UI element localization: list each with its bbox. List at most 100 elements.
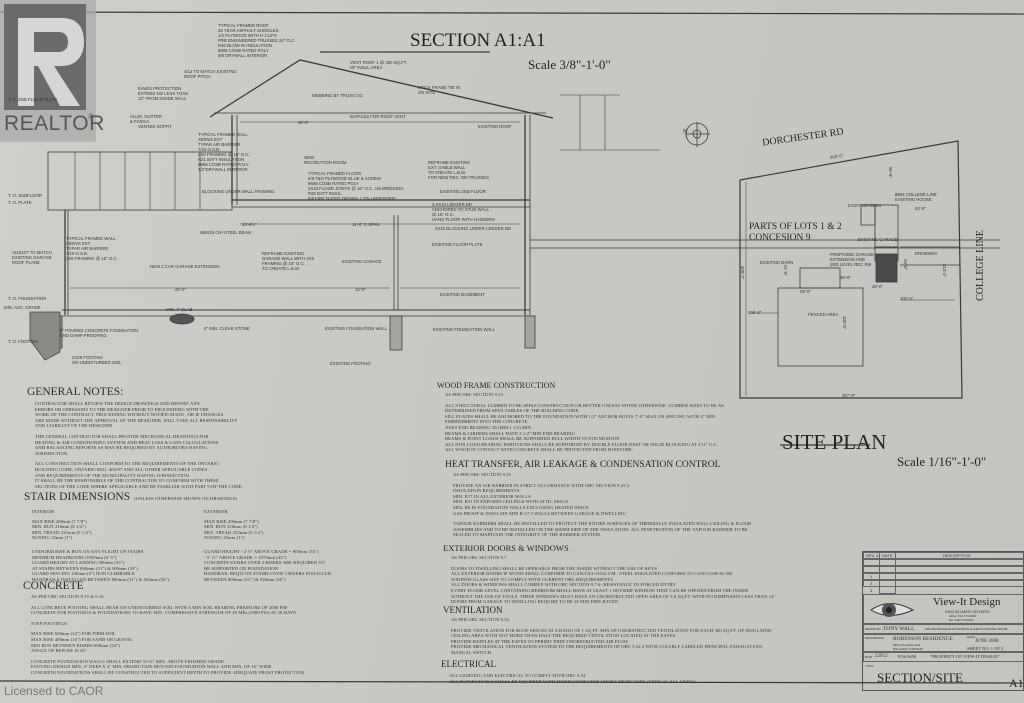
note-line: GAS PROOF & INSULATE MIN R-17.5 WALLS BE… xyxy=(453,510,626,516)
label-text: R21 BATT INSULATION xyxy=(198,157,245,162)
label-text: 4/12 TO MATCH EXISTING xyxy=(184,69,237,74)
stair-dimensions: STAIR DIMENSIONS (UNLESS OTHERWISE SHOWN… xyxy=(24,487,404,599)
label-text: FOR NEW REC. RM TRUSSES xyxy=(428,175,490,180)
label-text: EXISTING GARAGE xyxy=(12,255,52,260)
label-text: W6X25 O/H STEEL BEAM xyxy=(200,230,251,235)
label-text: ROOF PITCH xyxy=(184,74,211,79)
note-line: MIN. R17 IN ALL EXTERIOR WALLS xyxy=(453,493,531,499)
note-line: MANUAL SWITCH xyxy=(451,649,492,655)
note-line: ALL FLOOR LEVELS SHALL BE EQUIPPED WITH … xyxy=(449,678,696,684)
section-title: SECTION A1:A1 xyxy=(410,30,546,51)
note-line: JOIST END BEARING 38 (MM 1 1/2) MIN. xyxy=(445,424,533,430)
label-text: DRIVEWAY xyxy=(915,251,938,256)
note-line: INSULATION REQUIREMENTS: xyxy=(453,488,521,494)
label-beam: W6X25 O/H STEEL BEAM xyxy=(200,230,251,235)
label-existing-footing: EXISTING FOOTING xyxy=(330,361,371,366)
company-fax: fax: 519-773-0062 xyxy=(949,618,974,622)
note-paragraph: ALL CONSTRUCTION SHALL CONFORM TO THE RE… xyxy=(35,461,407,489)
note-line: SEALED TO MAINTAIN THE INTEGRITY OF THE … xyxy=(453,532,602,538)
label-text: 6MM COSB RATED POLY xyxy=(308,181,359,186)
label-webbing: WEBBING BY TRUSS CO. xyxy=(312,93,364,98)
label-d62: 62'-6" xyxy=(915,206,926,211)
label-subfloor: T. O. SUBFLOOR xyxy=(8,193,42,198)
po-number: PO# 0656 xyxy=(898,654,917,659)
interior-title: INTERIOR xyxy=(32,509,55,514)
label-text: MIN. AVG. GRADE xyxy=(4,305,41,310)
stair-qualifier: (UNLESS OTHERWISE SHOWN ON DRAWINGS) xyxy=(134,496,237,501)
note-line: MIN. TREAD 235mm (9 1/4") xyxy=(32,529,92,535)
label-text: 209'-2" xyxy=(748,310,762,315)
label-d399: 399'-7" xyxy=(740,266,745,279)
label-span12: 12'-0" xyxy=(355,287,366,292)
label-text: 2X10 BLOCKING UNDER LEDGER BD xyxy=(435,226,511,231)
note-line: GUARD HEIGHT - 2' 0" ABOVE GRADE = 900mm… xyxy=(204,548,319,554)
label-text: 26'-0" xyxy=(298,120,309,125)
rev-row: 3 xyxy=(870,588,873,593)
label-slab: MIN. 4" SLAB xyxy=(166,307,192,312)
wood-sub: AS PER OBC SECTION 9.23 xyxy=(445,392,504,397)
note-line: DOORS TO DWELLING SHALL BE OPERABLE FROM… xyxy=(451,565,658,571)
label-text: EXTENSION AND xyxy=(830,257,865,262)
eye-logo-icon xyxy=(870,603,915,617)
label-existing-roof: EXISTING ROOF xyxy=(478,124,512,129)
label-d102: 102'-0" xyxy=(900,296,913,301)
title-label: TITLE: xyxy=(865,664,875,668)
road-college-line: COLLEGE LINE xyxy=(974,230,986,301)
roof-line xyxy=(209,59,554,119)
label-text: RECREATION ROOM xyxy=(304,160,347,165)
label-text: EXISTING BASEMENT xyxy=(440,292,485,297)
heat-title: HEAT TRANSFER, AIR LEAKAGE & CONDENSATIO… xyxy=(445,460,721,470)
reference-township: MALAHIDE TOWNSHIP xyxy=(893,647,924,651)
bcin: 22052 xyxy=(875,654,888,659)
label-blocking: BLOCKING UNDER WALL FRAMING xyxy=(202,189,274,194)
label-text: & FASCIA xyxy=(130,119,150,124)
note-line: ERRORS OR OMISSIONS TO THE DESIGNER PRIO… xyxy=(35,406,209,412)
existing-deck xyxy=(860,204,876,226)
label-text: 399'-7" xyxy=(740,265,746,280)
label-d28h: 28'-0" xyxy=(872,284,883,289)
note-line: PROVIDE MECHANICAL VENTILATION SYSTEM TO… xyxy=(451,644,763,650)
company-name: View-It Design xyxy=(933,596,1001,608)
label-text: 11'-0" C.SPAN xyxy=(352,222,380,227)
note-line: BE SUPPORTED ON FOUNDATION xyxy=(204,565,279,571)
label-text: HANG FLOOR WITH HANGERS xyxy=(432,217,496,222)
note-line: PROVIDE VENTILATION FOR ROOF SPACES AT A… xyxy=(451,627,772,633)
note-line: MAX RISE 200mm (7 7/8") xyxy=(204,518,259,524)
label-plate: T. O. PLATE xyxy=(8,200,32,205)
label-text: 1/2"DRYWALL INTERIOR xyxy=(198,167,248,172)
label-text: EXTEND NO LESS THAN xyxy=(138,91,189,96)
drawn-by-label: DRAWN BY: xyxy=(865,627,882,631)
sheet-border-bottom xyxy=(0,680,1024,684)
concrete-title: CONCRETE xyxy=(23,580,84,592)
label-text: T. O. 2ND FLOOR PLATE xyxy=(8,97,58,102)
label-barn: EXISTING BARN xyxy=(760,260,793,265)
label-d29: 29'-0" xyxy=(800,289,811,294)
note-line: AND REQUIREMENTS OF THE MUNICIPALITY HAV… xyxy=(35,472,191,478)
label-text: T. O. FOOTING xyxy=(8,339,38,344)
reference-label: REFERENCE: xyxy=(865,636,885,640)
note-line: MAX RISE 200mm (7 7/8") xyxy=(32,518,87,524)
label-text: REFRAME EXISTING xyxy=(428,160,471,165)
rev-header: DATE xyxy=(882,553,893,558)
label-text: FRAMING @ 16" O.C. xyxy=(262,261,305,266)
note-line: NOSING 25mm (1") xyxy=(32,535,73,541)
label-text: 2X6 FRAMING @ 16" O.C. xyxy=(198,152,250,157)
label-text: ANCHORED TO STUD WALL xyxy=(432,207,490,212)
registered-mark: ® xyxy=(88,112,95,121)
fenced-area xyxy=(777,287,864,367)
note-line: PROVIDE AN AIR BARRIER IN STRICT ACCORDA… xyxy=(453,482,630,488)
label-text: 2X10 FLOOR JOISTS @ 16" O.C. c/w BRIDGIN… xyxy=(308,186,404,191)
label-gutter: ALUM. GUTTER& FASCIA xyxy=(130,114,162,124)
note-line: - 5' 11" ABOVE GRADE = 1070mm (42") xyxy=(204,554,287,560)
label-text: 29'-0" xyxy=(800,289,811,294)
label-garage-ext: NEW 2 CAR GARAGE EXTENSION xyxy=(150,264,219,269)
rev-row: 1 xyxy=(870,574,873,579)
